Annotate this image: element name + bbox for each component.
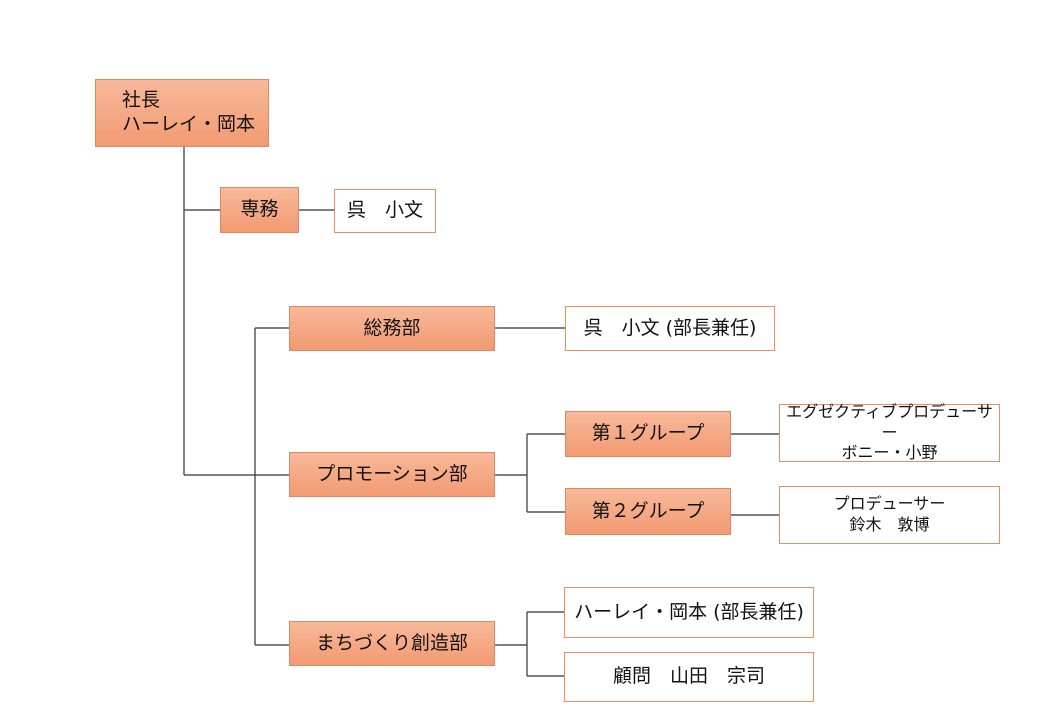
senmu-box: 専務 (220, 187, 299, 233)
soumu-person-name: 呉 小文 (部長兼任) (583, 316, 757, 339)
group1-title: 第１グループ (591, 422, 705, 445)
group2-person-name: 鈴木 敦博 (849, 515, 930, 534)
group2-person-box: プロデューサー 鈴木 敦博 (779, 486, 1000, 544)
soumu-title: 総務部 (363, 316, 421, 339)
machizukuri-person1-name: ハーレイ・岡本 (部長兼任) (574, 600, 804, 623)
president-title: 社長 (122, 89, 161, 112)
promotion-title: プロモーション部 (316, 462, 468, 485)
group1-person-name: ボニー・小野 (841, 443, 938, 463)
group2-person-role: プロデューサー (833, 494, 946, 514)
machizukuri-title: まちづくり創造部 (315, 631, 468, 654)
machizukuri-box: まちづくり創造部 (289, 621, 495, 666)
senmu-person-name: 呉 小文 (346, 199, 423, 222)
senmu-person-box: 呉 小文 (334, 189, 436, 233)
president-name: ハーレイ・岡本 (122, 113, 256, 135)
soumu-person-box: 呉 小文 (部長兼任) (565, 306, 775, 351)
president-box: 社長 ハーレイ・岡本 (95, 79, 269, 147)
group2-box: 第２グループ (565, 488, 731, 535)
promotion-box: プロモーション部 (289, 452, 495, 497)
group1-person-box: エグゼクティブプロデューサー ボニー・小野 (779, 401, 1000, 463)
group2-title: 第２グループ (591, 499, 705, 522)
group1-person-role: エグゼクティブプロデューサー (786, 401, 993, 442)
machizukuri-person1-box: ハーレイ・岡本 (部長兼任) (564, 587, 814, 638)
group1-box: 第１グループ (565, 411, 731, 457)
senmu-title: 専務 (240, 198, 279, 221)
soumu-box: 総務部 (289, 306, 495, 351)
machizukuri-person2-name: 顧問 山田 宗司 (612, 665, 765, 688)
machizukuri-person2-box: 顧問 山田 宗司 (564, 652, 814, 702)
